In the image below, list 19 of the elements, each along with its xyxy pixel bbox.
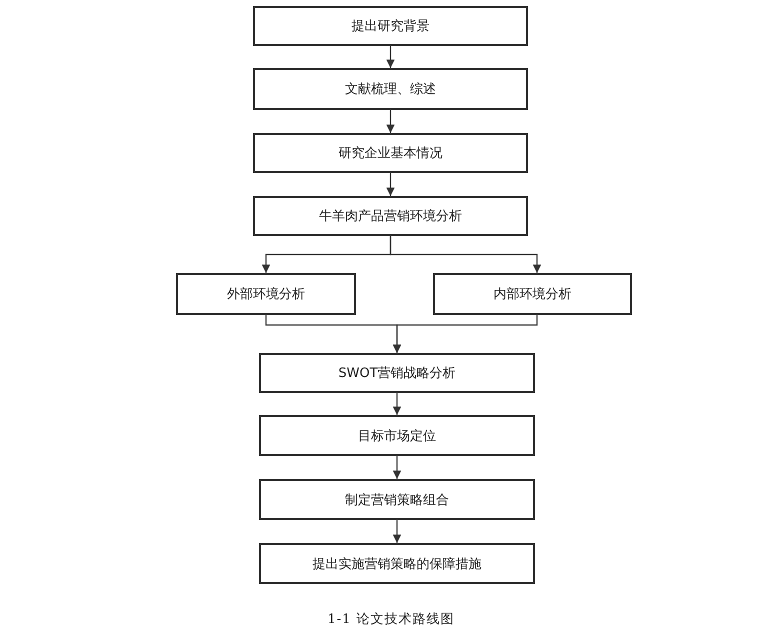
process-box: 牛羊肉产品营销环境分析 bbox=[253, 196, 528, 236]
arrow bbox=[392, 393, 402, 415]
process-box: SWOT营销战略分析 bbox=[259, 353, 535, 393]
figure-caption: 1-1 论文技术路线图 bbox=[327, 612, 455, 627]
process-box: 制定营销策略组合 bbox=[259, 479, 535, 520]
arrow bbox=[386, 46, 395, 68]
arrow bbox=[392, 315, 538, 353]
arrow bbox=[390, 236, 542, 273]
process-box: 外部环境分析 bbox=[176, 273, 356, 315]
process-box: 文献梳理、综述 bbox=[253, 68, 528, 110]
process-box: 提出实施营销策略的保障措施 bbox=[259, 543, 535, 584]
process-box: 提出研究背景 bbox=[253, 6, 528, 46]
arrow bbox=[386, 110, 395, 133]
process-box: 研究企业基本情况 bbox=[253, 133, 528, 173]
process-box: 目标市场定位 bbox=[259, 415, 535, 456]
arrow bbox=[386, 173, 395, 196]
process-box: 内部环境分析 bbox=[433, 273, 632, 315]
arrow bbox=[392, 520, 402, 543]
arrow bbox=[392, 456, 402, 479]
